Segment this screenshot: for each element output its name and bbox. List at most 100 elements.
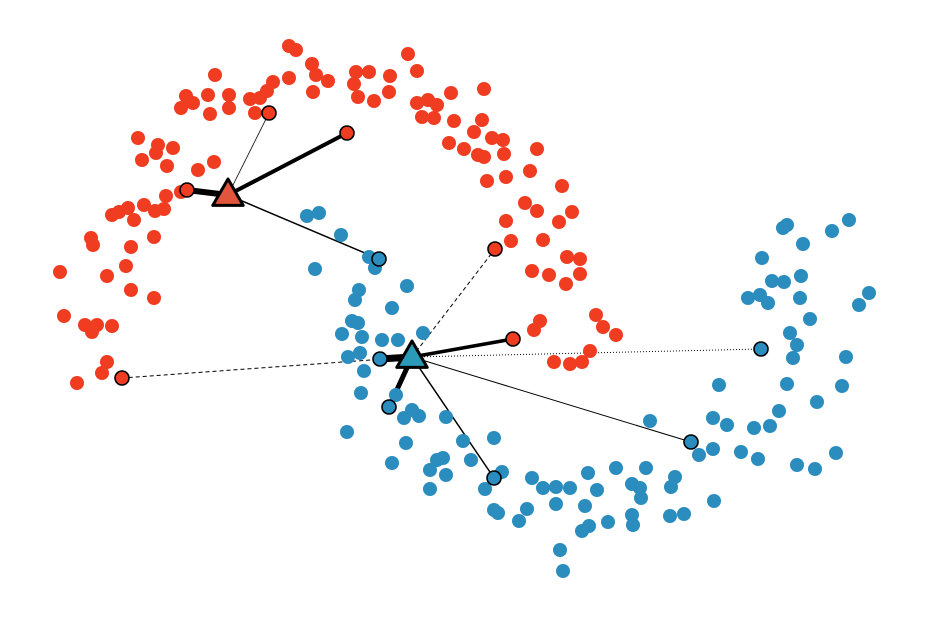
blue-point — [400, 279, 414, 293]
red-point — [131, 131, 145, 145]
red-point — [119, 259, 133, 273]
blue-point — [520, 502, 534, 516]
blue-point — [692, 448, 706, 462]
link-line-solid — [411, 356, 692, 443]
red-point — [496, 133, 510, 147]
red-point — [467, 125, 481, 139]
red-point — [248, 106, 262, 120]
blue-point — [712, 378, 726, 392]
blue-point — [677, 507, 691, 521]
blue-point — [780, 218, 794, 232]
blue-point — [340, 425, 354, 439]
red-highlighted-point — [339, 125, 355, 141]
red-point — [555, 179, 569, 193]
red-point — [518, 196, 532, 210]
red-highlighted-point — [179, 182, 195, 198]
red-point — [589, 308, 603, 322]
red-point — [559, 277, 573, 291]
red-point — [203, 107, 217, 121]
red-point — [573, 252, 587, 266]
red-point — [127, 213, 141, 227]
blue-point — [643, 414, 657, 428]
blue-point — [575, 524, 589, 538]
red-point — [222, 101, 236, 115]
red-point — [542, 268, 556, 282]
red-point — [477, 82, 491, 96]
red-point — [552, 215, 566, 229]
red-point — [499, 214, 513, 228]
red-point — [53, 265, 67, 279]
blue-point — [423, 482, 437, 496]
red-point — [560, 250, 574, 264]
red-point — [222, 88, 236, 102]
blue-highlighted-point — [753, 341, 769, 357]
blue-point — [375, 333, 389, 347]
blue-highlighted-point — [486, 470, 502, 486]
red-point — [347, 77, 361, 91]
blue-point — [790, 458, 804, 472]
blue-point — [839, 350, 853, 364]
blue-point — [590, 483, 604, 497]
blue-point — [803, 312, 817, 326]
red-point — [525, 264, 539, 278]
blue-point — [862, 286, 876, 300]
blue-point — [780, 377, 794, 391]
blue-point — [556, 564, 570, 578]
red-point — [282, 71, 296, 85]
blue-point — [456, 434, 470, 448]
link-line-solid — [411, 337, 514, 359]
red-highlighted-point — [114, 370, 130, 386]
red-point — [160, 159, 174, 173]
red-point — [166, 141, 180, 155]
red-highlighted-point — [505, 331, 521, 347]
link-line-dashed — [411, 248, 496, 358]
red-point — [112, 205, 126, 219]
blue-point — [609, 461, 623, 475]
red-point — [309, 68, 323, 82]
red-point — [208, 68, 222, 82]
red-point — [124, 283, 138, 297]
red-point — [201, 88, 215, 102]
red-point — [105, 319, 119, 333]
red-point — [186, 96, 200, 110]
red-point — [147, 230, 161, 244]
blue-point — [478, 482, 492, 496]
blue-point — [439, 410, 453, 424]
blue-point — [634, 491, 648, 505]
red-point — [149, 146, 163, 160]
blue-point — [525, 471, 539, 485]
red-point — [485, 131, 499, 145]
red-point — [266, 75, 280, 89]
blue-point — [536, 481, 550, 495]
blue-point — [308, 262, 322, 276]
red-point — [447, 114, 461, 128]
red-point — [351, 90, 365, 104]
blue-point — [512, 514, 526, 528]
blue-point — [852, 298, 866, 312]
blue-point — [391, 333, 405, 347]
blue-point — [348, 293, 362, 307]
centroid-markers — [211, 177, 429, 369]
blue-point — [664, 480, 678, 494]
red-point — [504, 234, 518, 248]
red-point — [475, 113, 489, 127]
red-point — [367, 94, 381, 108]
red-point — [442, 136, 456, 150]
red-point — [207, 155, 221, 169]
red-point — [147, 291, 161, 305]
red-point — [583, 344, 597, 358]
blue-point — [706, 442, 720, 456]
red-point — [430, 98, 444, 112]
red-point — [95, 366, 109, 380]
blue-point — [639, 461, 653, 475]
red-point — [401, 47, 415, 61]
blue-point — [357, 364, 371, 378]
blue-point — [706, 411, 720, 425]
blue-point — [423, 463, 437, 477]
red-point — [575, 355, 589, 369]
blue-point — [399, 436, 413, 450]
red-point — [477, 150, 491, 164]
blue-point — [786, 351, 800, 365]
blue-point — [794, 269, 808, 283]
